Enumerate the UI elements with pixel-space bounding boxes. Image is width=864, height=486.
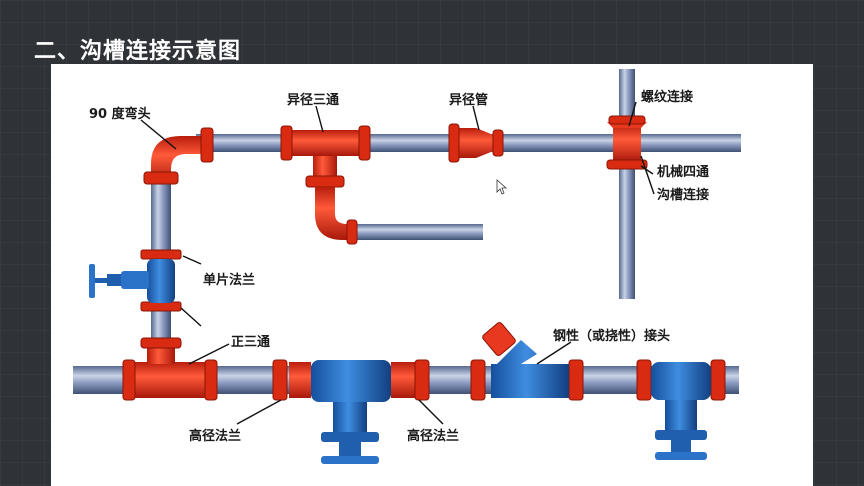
diagram-panel: 90 度弯头 异径三通 异径管 螺纹连接 机械四通 沟槽连接 单片法兰 正三通 … xyxy=(51,64,813,486)
label-mech-cross: 机械四通 xyxy=(657,164,709,180)
coupling-e xyxy=(470,359,486,401)
pipe-branch xyxy=(351,224,483,240)
elbow-coupling-top xyxy=(200,127,214,163)
label-reducer: 异径管 xyxy=(449,92,488,108)
groove-connection-diagram: 90 度弯头 异径三通 异径管 螺纹连接 机械四通 沟槽连接 单片法兰 正三通 … xyxy=(73,69,741,464)
equal-tee-body xyxy=(133,362,208,398)
leader-lines xyxy=(140,101,655,425)
label-coupling: 钢性（或挠性）接头 xyxy=(553,328,670,344)
coupling-f xyxy=(568,359,584,401)
coupling-h xyxy=(710,359,726,401)
coupling-b xyxy=(289,362,311,398)
reducing-tee-body xyxy=(291,130,361,156)
y-strainer xyxy=(491,340,569,398)
slide-title: 二、沟槽连接示意图 xyxy=(34,39,242,64)
coupling-g xyxy=(636,359,652,401)
single-flange-top xyxy=(140,249,182,260)
fittings xyxy=(122,115,726,401)
single-flange-bottom xyxy=(140,301,182,312)
mechanical-cross xyxy=(613,124,641,162)
equal-tee-neck xyxy=(147,344,175,364)
mouse-cursor-icon xyxy=(496,179,508,195)
label-elbow-90: 90 度弯头 xyxy=(89,106,151,122)
label-equal-tee: 正三通 xyxy=(231,334,270,350)
strainer-cap xyxy=(482,322,516,356)
label-groove-conn: 沟槽连接 xyxy=(657,187,709,203)
coupling-d xyxy=(414,359,430,401)
valves xyxy=(89,259,711,464)
coupling-a xyxy=(272,359,288,401)
gate-valve-bottom-2 xyxy=(651,362,711,460)
label-single-flange: 单片法兰 xyxy=(203,272,255,288)
label-high-flange-2: 高径法兰 xyxy=(407,428,459,444)
coupling-c xyxy=(391,362,419,398)
elbow-coupling-bottom xyxy=(143,171,179,185)
reducer-fitting xyxy=(456,128,496,158)
pipe-right-vertical xyxy=(619,69,635,299)
labels: 90 度弯头 异径三通 异径管 螺纹连接 机械四通 沟槽连接 单片法兰 正三通 … xyxy=(89,89,709,444)
label-threaded: 螺纹连接 xyxy=(641,89,693,105)
label-reducing-tee: 异径三通 xyxy=(287,92,339,108)
label-high-flange-1: 高径法兰 xyxy=(189,428,241,444)
branch-elbow xyxy=(315,187,355,240)
gate-valve-left xyxy=(89,259,175,303)
gate-valve-bottom-1 xyxy=(311,360,391,464)
